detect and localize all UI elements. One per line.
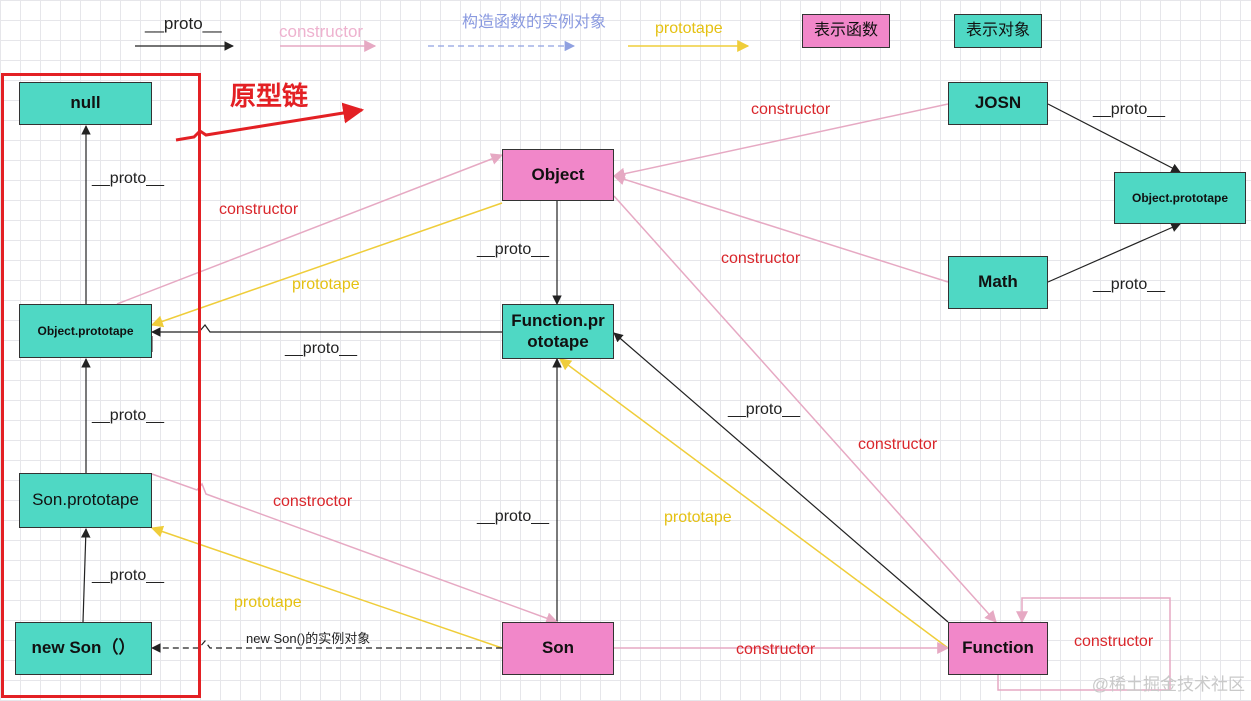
label-proto-son-to-fnproto: __proto__ (477, 508, 550, 525)
node-new-son: new Son（） (15, 622, 152, 675)
label-constroctor-son: constroctor (273, 493, 353, 510)
arrow-object-constructor-function (613, 195, 997, 623)
node-son-prototype: Son.prototape (19, 473, 152, 528)
label-proto-function-to-fnproto: __proto__ (728, 401, 801, 418)
arrow-function-to-fnproto (613, 332, 949, 623)
arrow-function-constructor-self (997, 597, 1171, 691)
arrow-josn-constructor-object (612, 103, 949, 180)
node-son: Son (502, 622, 614, 675)
label-constructor-josn: constructor (751, 101, 831, 118)
label-constructor-object-function: constructor (858, 436, 938, 453)
legend-proto-label: __proto__ (145, 14, 222, 33)
node-function-prototype: Function.prototape (502, 304, 614, 359)
arrow-object-prototype-objproto (150, 202, 503, 328)
node-function: Function (948, 622, 1048, 675)
label-constructor-objproto: constructor (219, 201, 299, 218)
label-prototype-son: prototape (234, 594, 302, 611)
label-proto-math: __proto__ (1093, 276, 1166, 293)
prototype-chain-frame (1, 73, 201, 698)
label-proto-fnproto-to-objproto: __proto__ (285, 340, 358, 357)
label-proto-sonproto: __proto__ (92, 567, 165, 584)
arrow-function-prototype-fnproto (559, 358, 949, 649)
label-constructor-function-self: constructor (1074, 633, 1154, 650)
legend-instance-label: 构造函数的实例对象 (462, 14, 607, 31)
node-object: Object (502, 149, 614, 201)
label-proto-objproto: __proto__ (92, 407, 165, 424)
chain-title-arrow (175, 102, 365, 142)
label-prototype-object: prototape (292, 276, 360, 293)
label-proto-null: __proto__ (92, 170, 165, 187)
arrow-son-instance-newson (151, 640, 502, 653)
node-object-prototype-right: Object.prototape (1114, 172, 1246, 224)
arrow-math-constructor-object (612, 173, 949, 283)
label-constructor-son-function: constructor (736, 641, 816, 658)
arrow-josn-proto-objproto (1047, 103, 1181, 173)
arrow-son-prototype-sonproto (150, 525, 503, 649)
label-new-son-instance: new Son()的实例对象 (246, 631, 371, 646)
arrow-newson-to-sonproto (80, 528, 91, 623)
node-josn: JOSN (948, 82, 1048, 125)
label-proto-object-to-fnproto: __proto__ (477, 241, 550, 258)
node-math: Math (948, 256, 1048, 309)
node-null: null (19, 82, 152, 125)
legend-object-box: 表示对象 (954, 14, 1042, 48)
legend-function-box: 表示函数 (802, 14, 890, 48)
prototype-chain-title: 原型链 (230, 81, 309, 111)
arrow-fnproto-to-objproto (151, 324, 502, 337)
label-constructor-math: constructor (721, 250, 801, 267)
legend-prototype-label: prototape (655, 20, 723, 37)
node-object-prototype-left: Object.prototape (19, 304, 152, 358)
watermark: @稀土掘金技术社区 (1091, 675, 1245, 694)
label-proto-josn: __proto__ (1093, 101, 1166, 118)
label-prototype-function: prototape (664, 509, 732, 526)
arrow-math-proto-objproto (1047, 223, 1181, 283)
arrow-sonproto-constructor-son (151, 473, 559, 624)
legend-constructor-label: constructor (279, 22, 364, 41)
arrow-objproto-constructor-object (116, 153, 504, 305)
